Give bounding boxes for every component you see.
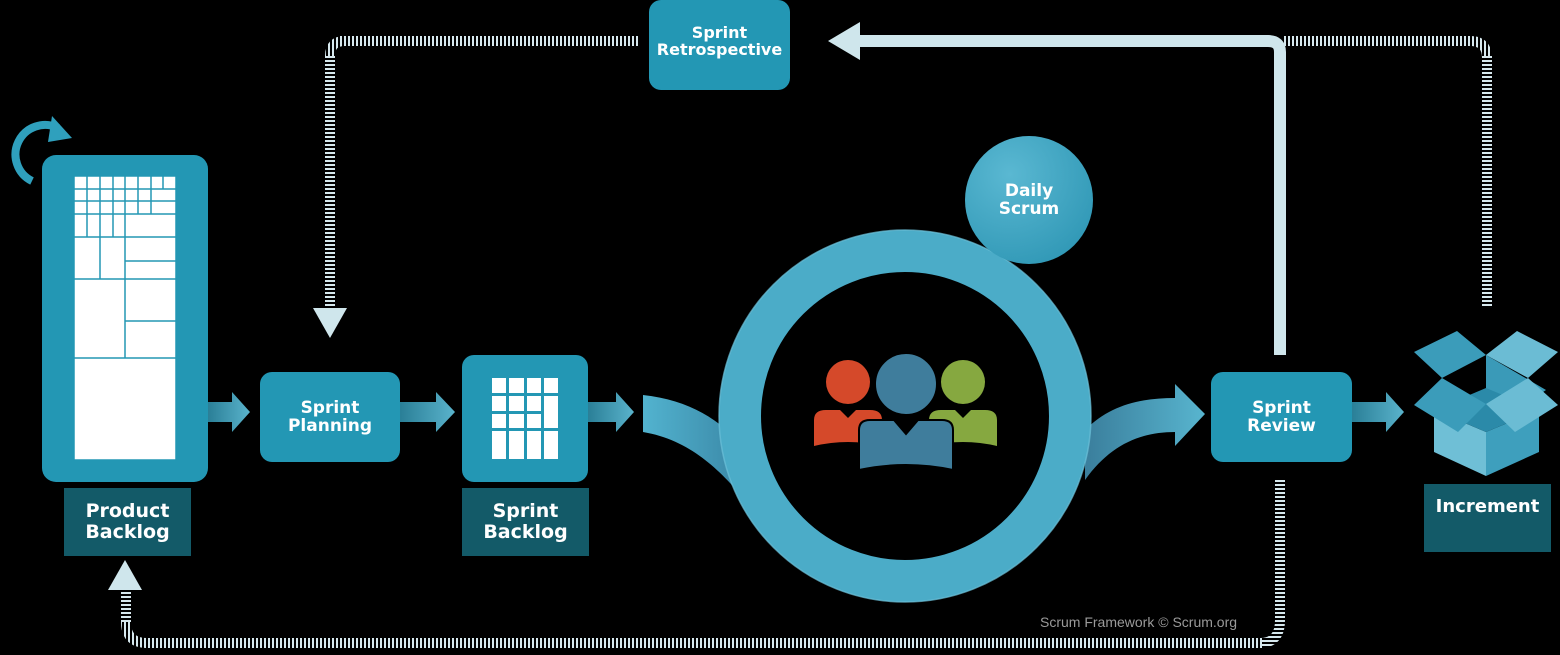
sprint-backlog-card[interactable] bbox=[462, 355, 588, 482]
sprint-planning-label: Sprint Planning bbox=[260, 372, 400, 462]
sprint-backlog-label-line2: Backlog bbox=[483, 521, 568, 543]
arrow-backlog-to-planning bbox=[208, 392, 250, 432]
sprint-review-box[interactable] bbox=[1211, 372, 1352, 462]
scrum-team-icon bbox=[814, 352, 997, 472]
review-to-retrospective-connector bbox=[828, 22, 1286, 355]
flow-into-sprint bbox=[643, 395, 745, 500]
increment-box-icon bbox=[1414, 331, 1558, 476]
backlog-items-icon bbox=[73, 175, 177, 461]
sprint-planning-label-line2: Planning bbox=[287, 416, 373, 436]
flow-out-of-sprint bbox=[1085, 384, 1205, 480]
retrospective-to-planning-connector bbox=[313, 36, 640, 338]
sprint-retrospective-label: Sprint Retrospective bbox=[649, 0, 790, 90]
daily-scrum-label: Daily Scrum bbox=[965, 136, 1093, 264]
refinement-cycle-icon bbox=[11, 116, 72, 185]
team-member-blue-icon bbox=[858, 352, 954, 472]
sprint-backlog-label-line1: Sprint bbox=[492, 500, 559, 523]
sprint-review-label-line1: Sprint bbox=[1252, 397, 1311, 418]
daily-scrum-label-line1: Daily bbox=[1004, 180, 1054, 201]
arrow-down-icon bbox=[313, 308, 347, 338]
arrow-left-icon bbox=[828, 22, 860, 60]
increment-label-box bbox=[1424, 484, 1551, 552]
product-backlog-label-line1: Product bbox=[85, 500, 170, 523]
daily-scrum-label-line2: Scrum bbox=[998, 199, 1060, 219]
arrow-sprint-backlog-to-sprint bbox=[588, 392, 634, 432]
arrow-planning-to-sprint-backlog bbox=[400, 392, 455, 432]
product-backlog-label: Product Backlog bbox=[64, 488, 191, 556]
sprint-planning-box[interactable] bbox=[260, 372, 400, 462]
copyright-text: Scrum Framework © Scrum.org bbox=[1040, 614, 1238, 630]
product-backlog-card[interactable] bbox=[42, 155, 208, 482]
team-member-green-icon bbox=[929, 360, 997, 446]
increment-to-retrospective-connector bbox=[1282, 36, 1492, 306]
arrow-up-icon bbox=[108, 560, 142, 590]
sprint-review-label-line2: Review bbox=[1247, 416, 1316, 436]
daily-scrum-circle[interactable] bbox=[965, 136, 1093, 264]
increment-label-text: Increment bbox=[1435, 496, 1540, 518]
increment-label: Increment bbox=[1424, 484, 1551, 530]
review-to-product-backlog-connector bbox=[108, 480, 1285, 648]
sprint-cycle bbox=[718, 229, 1092, 603]
sprint-backlog-items-icon bbox=[492, 378, 558, 459]
sprint-retrospective-label-line2: Retrospective bbox=[656, 40, 783, 60]
sprint-review-label: Sprint Review bbox=[1211, 372, 1352, 462]
product-backlog-label-box bbox=[64, 488, 191, 556]
product-backlog-label-line2: Backlog bbox=[85, 521, 170, 543]
sprint-retrospective-box[interactable] bbox=[649, 0, 790, 90]
sprint-retrospective-label-line1: Sprint bbox=[691, 23, 748, 42]
arrow-review-to-increment bbox=[1352, 392, 1404, 432]
sprint-planning-label-line1: Sprint bbox=[300, 397, 360, 418]
sprint-backlog-label-box bbox=[462, 488, 589, 556]
sprint-backlog-label: Sprint Backlog bbox=[462, 488, 589, 556]
